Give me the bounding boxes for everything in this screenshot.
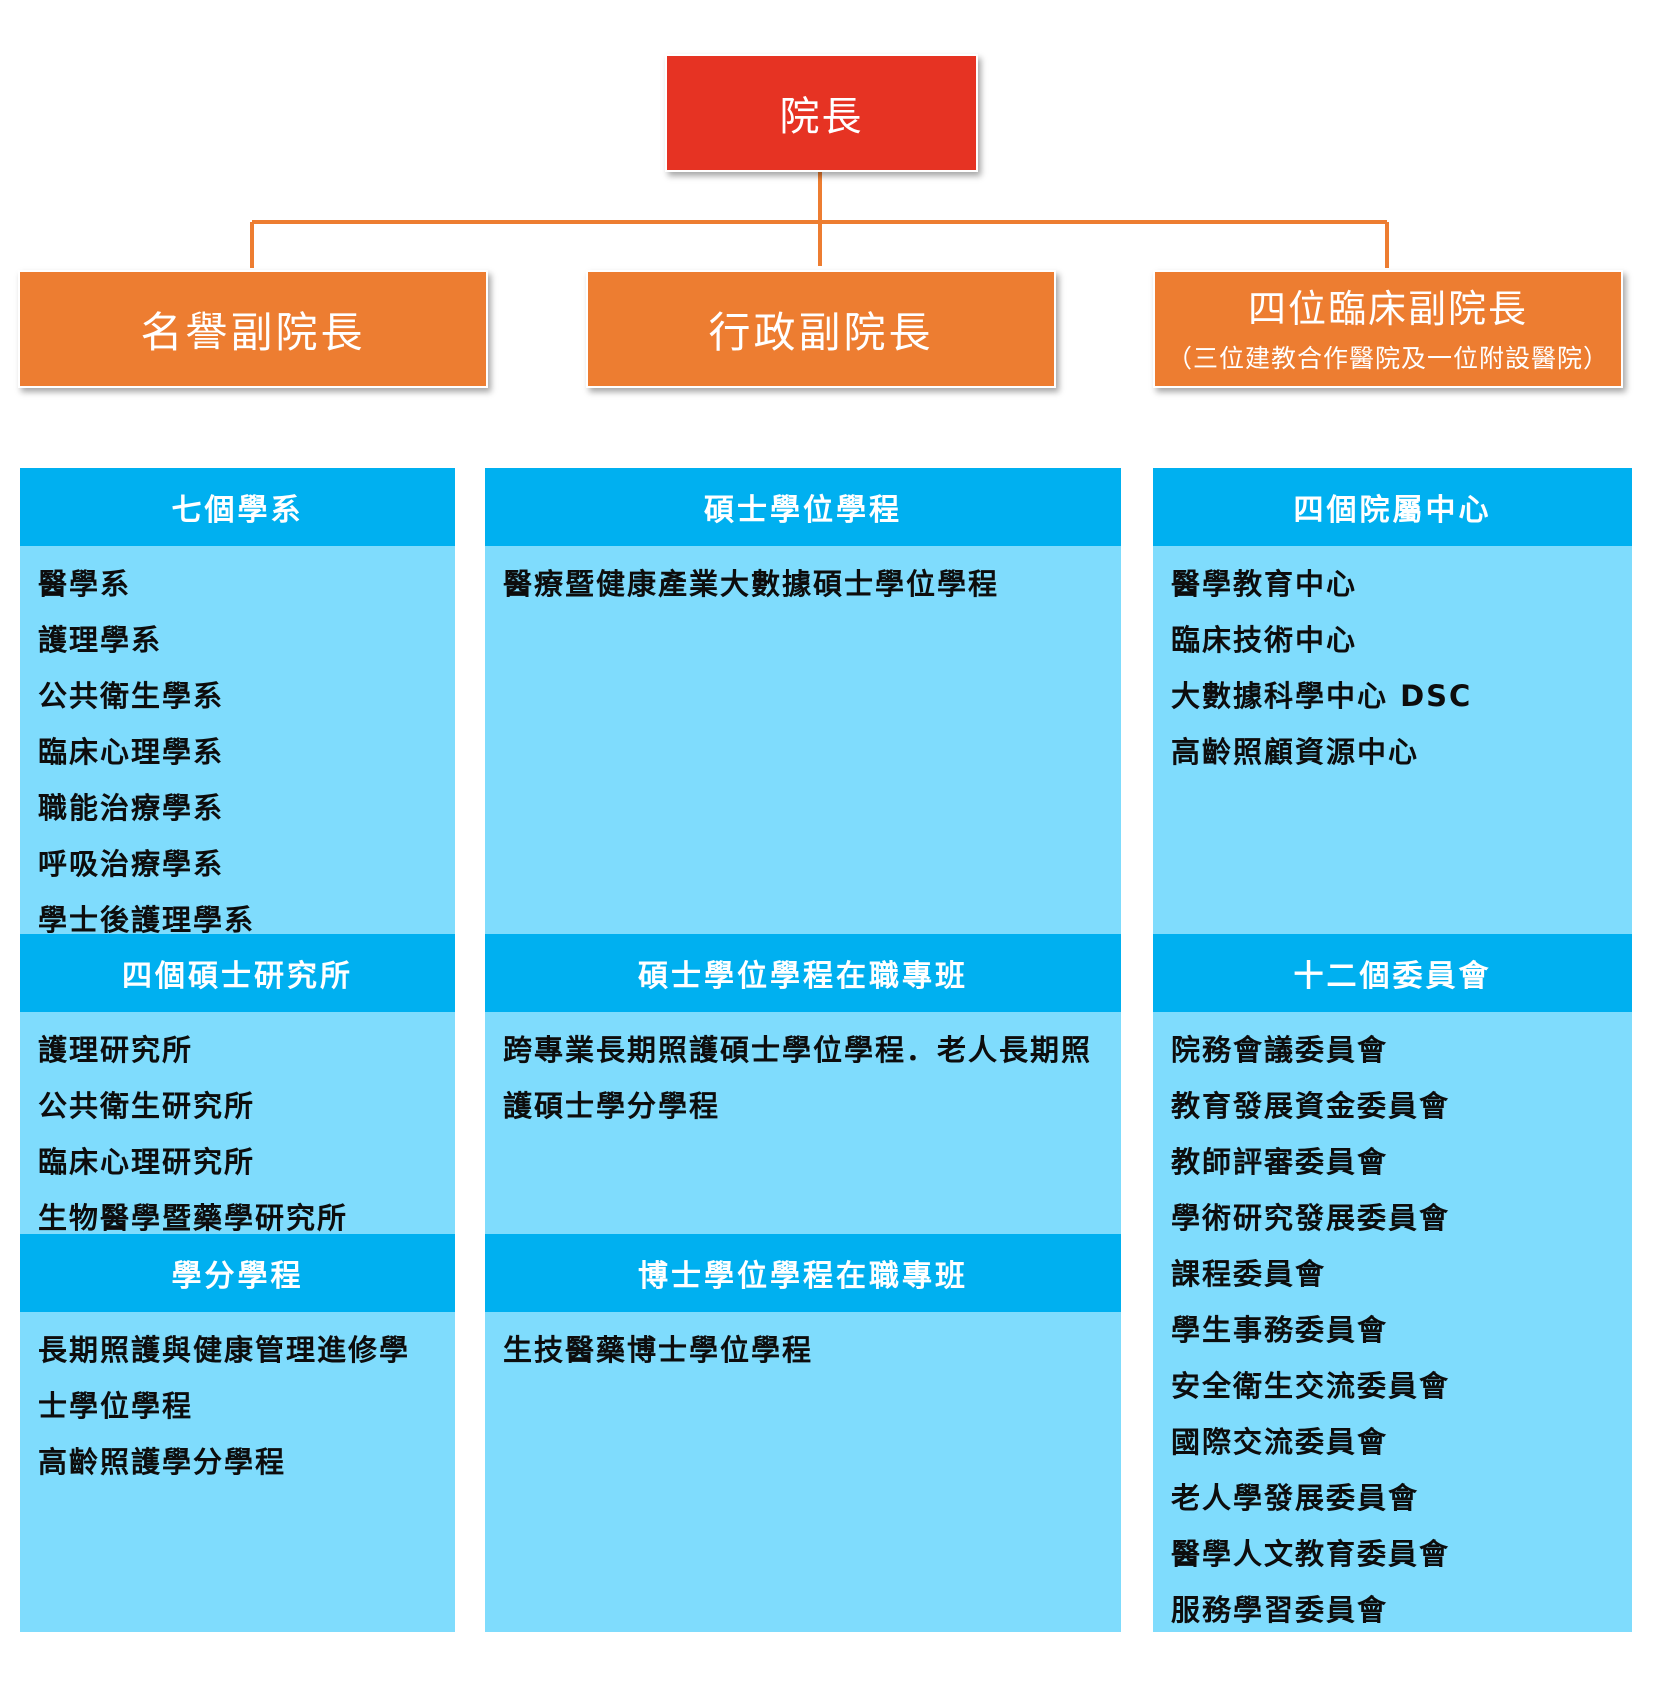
section-committees: 十二個委員會 院務會議委員會 教育發展資金委員會 教師評審委員會 學術研究發展委… <box>1153 934 1632 1638</box>
list-item: 院務會議委員會 <box>1171 1033 1389 1067</box>
list-item: 學生事務委員會 <box>1171 1313 1389 1347</box>
section-title: 四個碩士研究所 <box>20 934 455 1012</box>
list-item: 跨專業長期照護碩士學位學程．老人長期照護碩士學分學程 <box>503 1033 1093 1123</box>
list-item: 職能治療學系 <box>38 791 225 825</box>
section-graduate-institutes: 四個碩士研究所 護理研究所 公共衛生研究所 臨床心理研究所 生物醫學暨藥學研究所 <box>20 934 455 1246</box>
list-item: 生物醫學暨藥學研究所 <box>38 1201 349 1235</box>
section-title: 碩士學位學程 <box>485 468 1121 546</box>
list-item: 大數據科學中心 DSC <box>1171 679 1473 713</box>
section-title: 碩士學位學程在職專班 <box>485 934 1121 1012</box>
list-item: 醫療暨健康產業大數據碩士學位學程 <box>503 567 1000 601</box>
list-item: 學術研究發展委員會 <box>1171 1201 1451 1235</box>
list-item: 公共衛生學系 <box>38 679 225 713</box>
vp-clinical-label: 四位臨床副院長 <box>1247 286 1528 331</box>
list-item: 醫學系 <box>38 567 132 601</box>
list-item: 課程委員會 <box>1171 1257 1327 1291</box>
list-item: 醫學人文教育委員會 <box>1171 1537 1451 1571</box>
list-item: 長期照護與健康管理進修學士學位學程 <box>38 1333 411 1423</box>
list-item: 老人學發展委員會 <box>1171 1481 1420 1515</box>
list-item: 學士後護理學系 <box>38 903 256 937</box>
list-item: 護理研究所 <box>38 1033 194 1067</box>
list-item: 醫學教育中心 <box>1171 567 1358 601</box>
vp-honorary-label: 名譽副院長 <box>140 307 366 357</box>
section-title: 十二個委員會 <box>1153 934 1632 1012</box>
list-item: 公共衛生研究所 <box>38 1089 256 1123</box>
section-master-inservice: 碩士學位學程在職專班 跨專業長期照護碩士學位學程．老人長期照護碩士學分學程 <box>485 934 1121 1134</box>
list-item: 服務學習委員會 <box>1171 1593 1389 1627</box>
vp-admin-box: 行政副院長 <box>586 270 1056 388</box>
section-master-programs: 碩士學位學程 醫療暨健康產業大數據碩士學位學程 <box>485 468 1121 612</box>
vp-admin-label: 行政副院長 <box>708 307 934 357</box>
list-item: 臨床技術中心 <box>1171 623 1358 657</box>
list-item: 臨床心理學系 <box>38 735 225 769</box>
section-centers: 四個院屬中心 醫學教育中心 臨床技術中心 大數據科學中心 DSC 高齡照顧資源中… <box>1153 468 1632 780</box>
list-item: 教育發展資金委員會 <box>1171 1089 1451 1123</box>
list-item: 臨床心理研究所 <box>38 1145 256 1179</box>
vp-clinical-box: 四位臨床副院長 （三位建教合作醫院及一位附設醫院） <box>1153 270 1623 388</box>
list-item: 安全衛生交流委員會 <box>1171 1369 1451 1403</box>
right-column: 四個院屬中心 醫學教育中心 臨床技術中心 大數據科學中心 DSC 高齡照顧資源中… <box>1153 468 1632 1632</box>
president-box: 院長 <box>665 54 978 172</box>
list-item: 高齡照護學分學程 <box>38 1445 287 1479</box>
section-title: 博士學位學程在職專班 <box>485 1234 1121 1312</box>
section-departments: 七個學系 醫學系 護理學系 公共衛生學系 臨床心理學系 職能治療學系 呼吸治療學… <box>20 468 455 948</box>
left-column: 七個學系 醫學系 護理學系 公共衛生學系 臨床心理學系 職能治療學系 呼吸治療學… <box>20 468 455 1632</box>
vp-honorary-box: 名譽副院長 <box>18 270 488 388</box>
list-item: 護理學系 <box>38 623 163 657</box>
section-title: 七個學系 <box>20 468 455 546</box>
section-phd-inservice: 博士學位學程在職專班 生技醫藥博士學位學程 <box>485 1234 1121 1378</box>
list-item: 呼吸治療學系 <box>38 847 225 881</box>
vp-clinical-sublabel: （三位建教合作醫院及一位附設醫院） <box>1166 343 1609 373</box>
list-item: 高齡照顧資源中心 <box>1171 735 1420 769</box>
section-title: 四個院屬中心 <box>1153 468 1632 546</box>
list-item: 國際交流委員會 <box>1171 1425 1389 1459</box>
section-credit-programs: 學分學程 長期照護與健康管理進修學士學位學程 高齡照護學分學程 <box>20 1234 455 1490</box>
president-label: 院長 <box>779 94 864 140</box>
list-item: 生技醫藥博士學位學程 <box>503 1333 814 1367</box>
middle-column: 碩士學位學程 醫療暨健康產業大數據碩士學位學程 碩士學位學程在職專班 跨專業長期… <box>485 468 1121 1632</box>
section-title: 學分學程 <box>20 1234 455 1312</box>
list-item: 教師評審委員會 <box>1171 1145 1389 1179</box>
